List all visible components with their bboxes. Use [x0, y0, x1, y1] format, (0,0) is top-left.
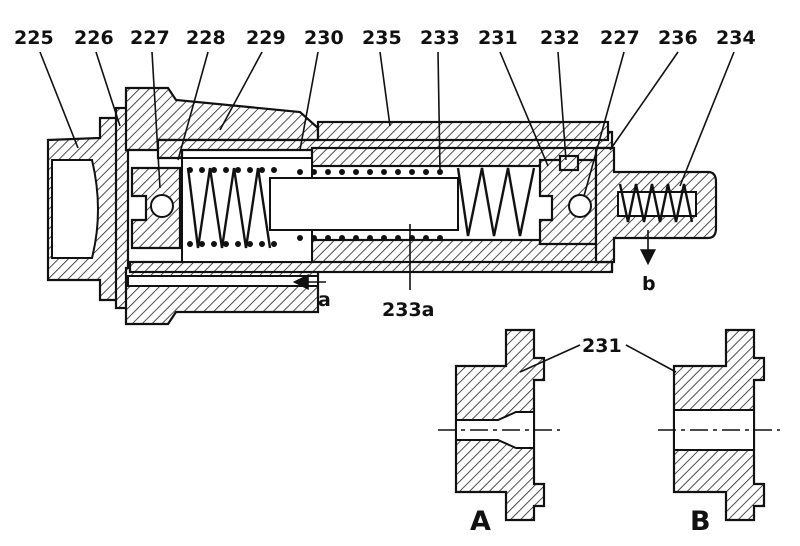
label-226: 226	[74, 27, 114, 49]
label-225: 225	[14, 27, 54, 49]
label-bore-233a: 233a	[382, 299, 434, 321]
label-leaders	[39, 51, 735, 290]
label-232: 232	[540, 27, 580, 49]
detail-231-leader-b	[625, 344, 677, 373]
label-233: 233	[420, 27, 460, 49]
spring-right-233	[456, 167, 536, 237]
label-230: 230	[304, 27, 344, 49]
main-assembly	[46, 86, 718, 326]
check-ball-227-left	[150, 194, 174, 218]
flow-channel-a	[127, 275, 319, 287]
label-port-b: b	[642, 273, 656, 295]
label-view-b: B	[690, 506, 711, 537]
label-236: 236	[658, 27, 698, 49]
label-228: 228	[186, 27, 226, 49]
label-229: 229	[246, 27, 286, 49]
top-labels: 225 226 227 228 229 230 235 233 231 232 …	[14, 27, 756, 49]
sleeve-235-bottom	[128, 260, 614, 274]
label-view-a: A	[470, 506, 491, 537]
label-231: 231	[478, 27, 518, 49]
seal-232	[558, 154, 580, 172]
detail-view-a: A	[438, 328, 560, 537]
label-port-a: a	[318, 289, 331, 311]
detail-view-b: B	[658, 328, 780, 537]
label-227: 227	[130, 27, 170, 49]
label-detail-231: 231	[582, 335, 622, 357]
spring-coil-dots	[187, 167, 443, 247]
bore-233a	[269, 177, 459, 231]
label-234: 234	[716, 27, 756, 49]
label-235: 235	[362, 27, 402, 49]
detail-231-leader-a	[519, 344, 581, 373]
washer-226	[114, 106, 130, 310]
label-227-right: 227	[600, 27, 640, 49]
check-ball-227-right	[568, 194, 592, 218]
end-fitting-cavity	[51, 159, 99, 259]
spring-234	[618, 183, 694, 223]
spring-left-230	[186, 167, 272, 249]
